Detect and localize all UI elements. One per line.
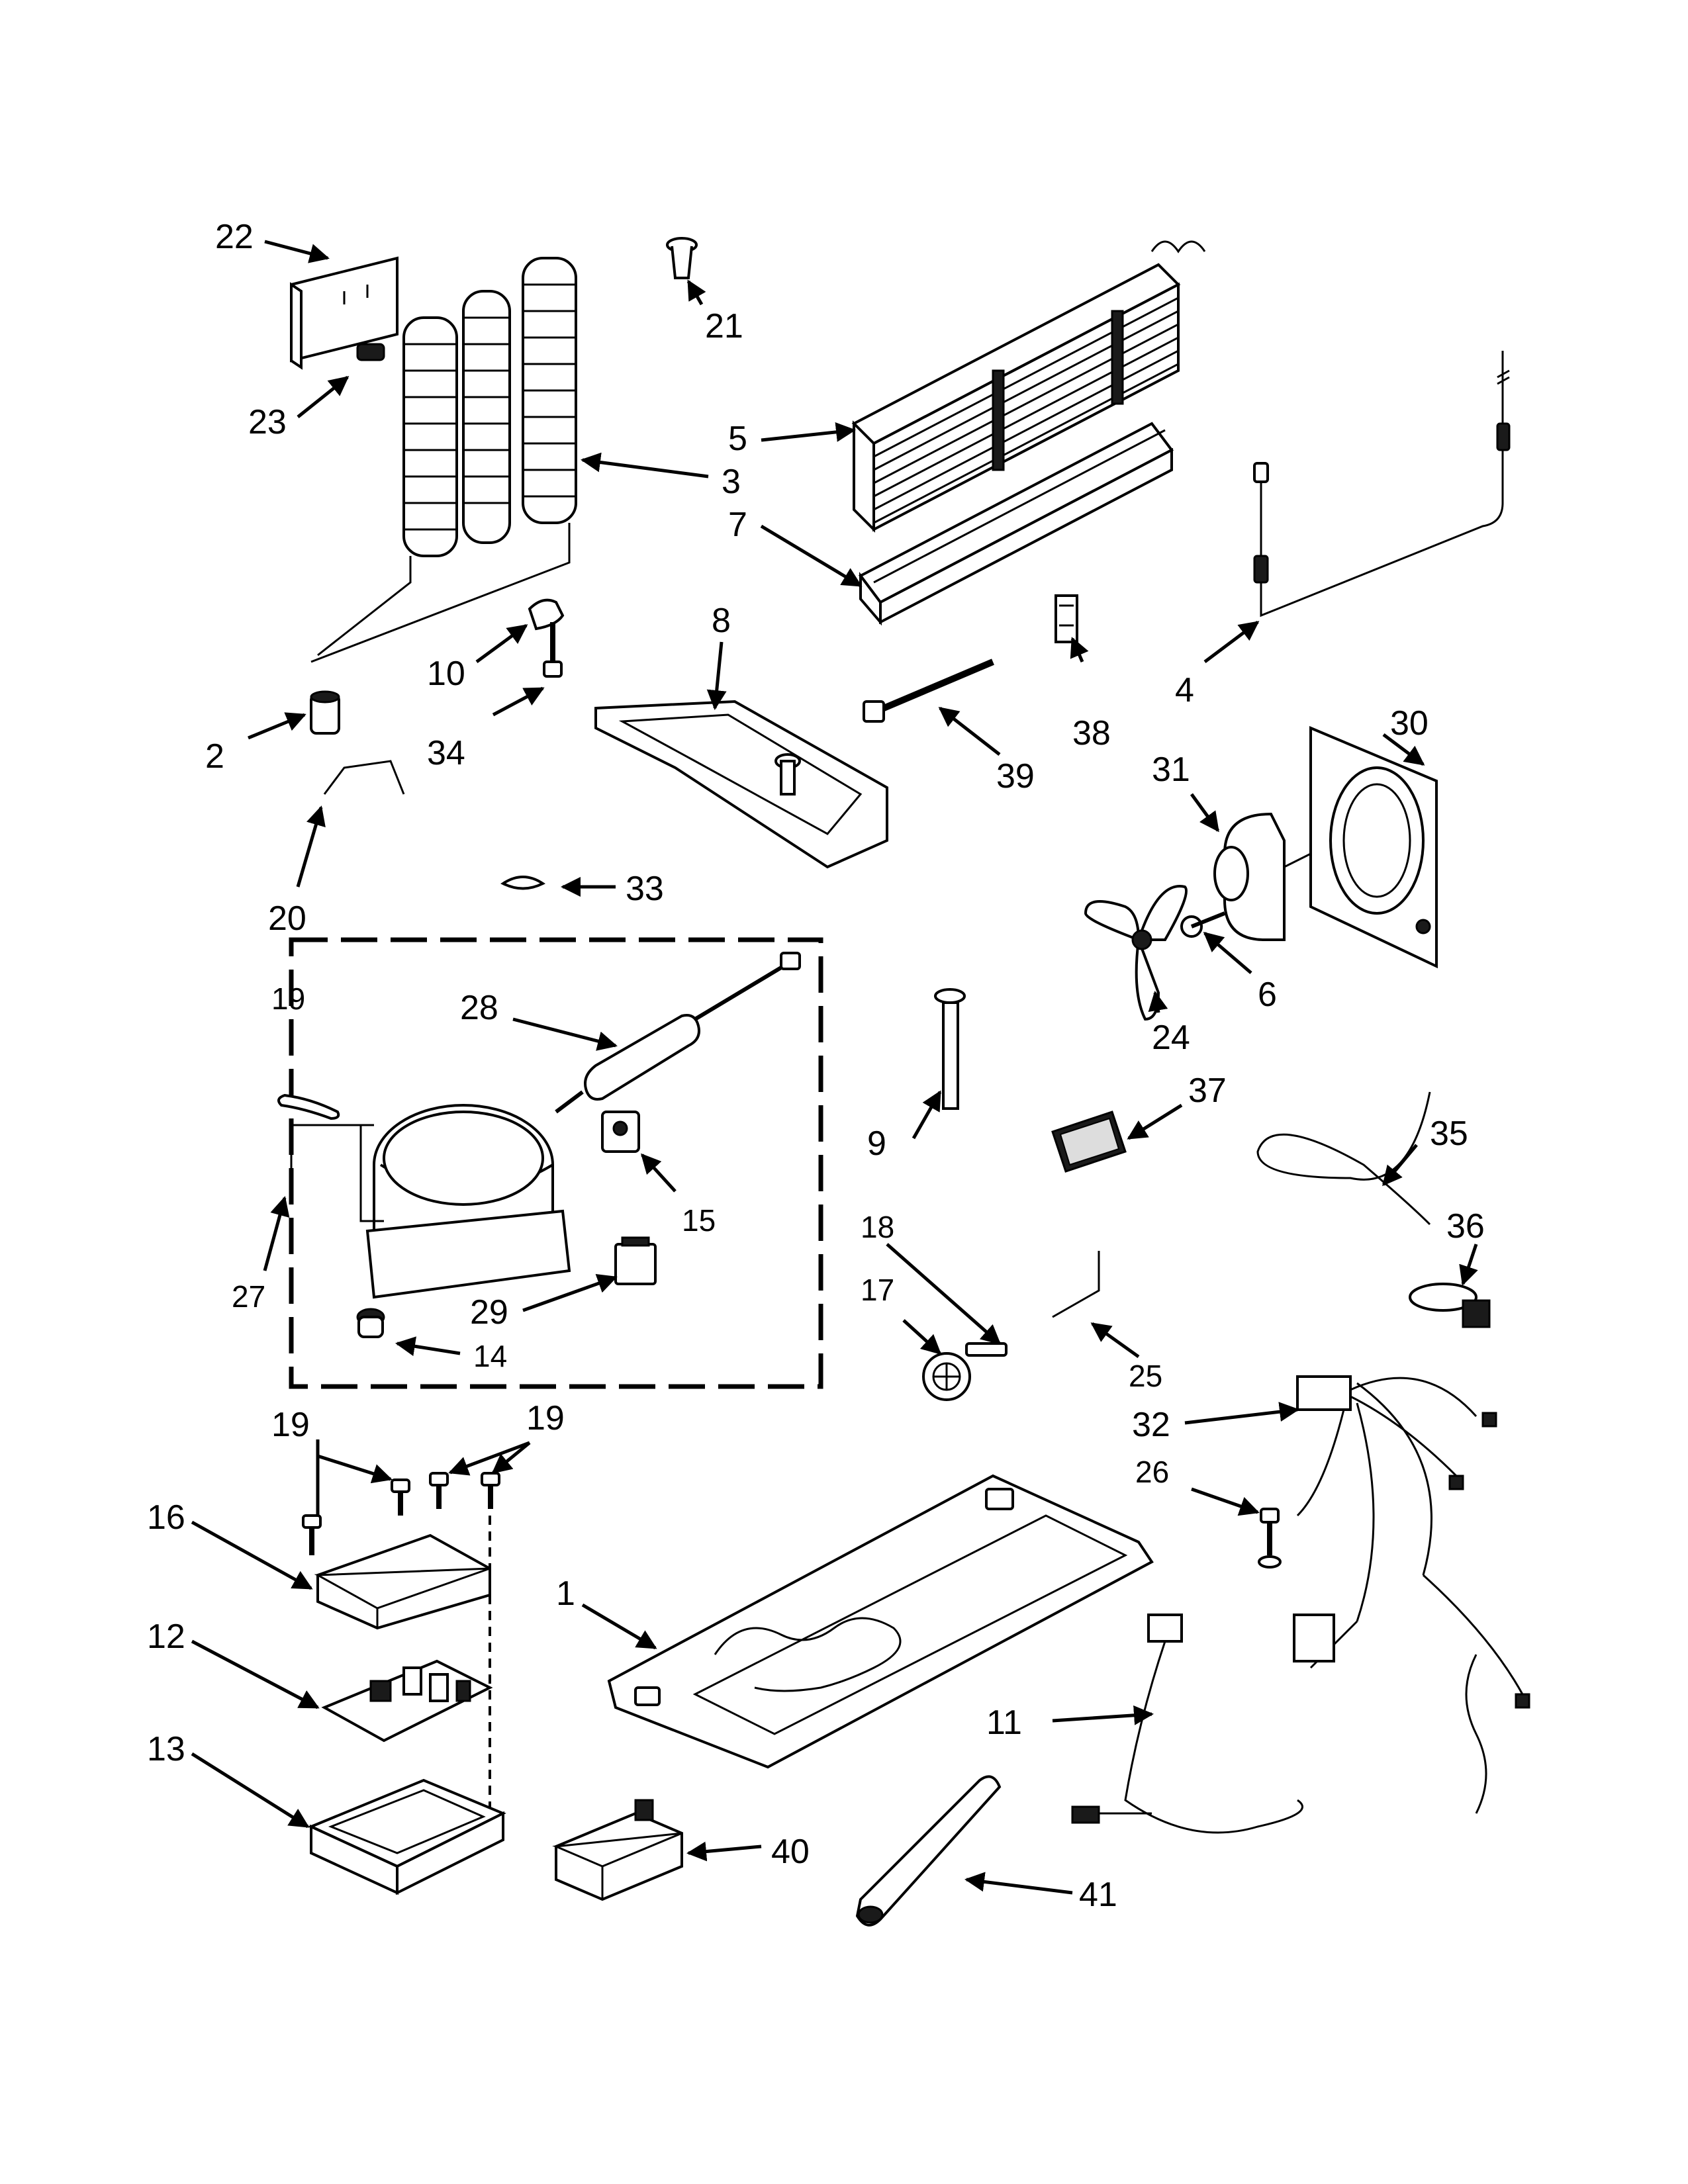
callout-25: 24: [1152, 1019, 1190, 1057]
part-23-bracket: [290, 256, 399, 370]
callout-19-right: 19: [526, 1399, 565, 1437]
callout-1: 1: [556, 1574, 575, 1613]
part-42-foam-tube: [855, 1775, 1002, 1927]
callout-14: 14: [473, 1339, 507, 1373]
part-31-shroud: [1309, 725, 1438, 969]
callout-21: 20: [268, 899, 306, 938]
callout-26: 25: [1129, 1359, 1162, 1393]
callout-4: 4: [1175, 671, 1194, 709]
callout-11: 11: [986, 1704, 1022, 1742]
part-34-clip: [500, 876, 545, 890]
callout-24: 23: [248, 403, 287, 441]
callout-17: 17: [861, 1273, 894, 1307]
callout-leaders: [191, 240, 1478, 1895]
part-33-harness: [1293, 1375, 1530, 1814]
part-22-plug: [666, 237, 698, 279]
callout-34: 33: [626, 870, 664, 908]
part-25-fan-blade: [1084, 885, 1188, 1021]
callout-2: 2: [205, 737, 224, 776]
callout-20: 19: [271, 981, 305, 1016]
part-19-screws: [302, 1472, 500, 1555]
callout-9: 9: [867, 1124, 886, 1163]
part-5-evaporator: [851, 240, 1206, 533]
callout-36: 35: [1430, 1115, 1468, 1153]
callout-29: 28: [460, 989, 498, 1027]
part-30-start-device: [614, 1236, 657, 1285]
callout-30: 29: [470, 1293, 508, 1332]
part-41-module: [552, 1799, 683, 1901]
callout-41: 40: [771, 1833, 810, 1871]
callout-33: 32: [1132, 1406, 1170, 1444]
callout-38: 37: [1188, 1071, 1227, 1110]
callout-5: 5: [728, 420, 747, 458]
part-26-tube: [1052, 1251, 1100, 1318]
part-3-condenser: [310, 257, 577, 663]
part-38-pad: [1051, 1111, 1127, 1173]
part-39-bracket: [1055, 594, 1078, 643]
part-21-wire-clip: [323, 760, 405, 795]
callout-31: 30: [1390, 704, 1429, 743]
part-7-drain-tray: [858, 422, 1174, 626]
part-13-housing: [308, 1778, 506, 1895]
callout-13: 13: [147, 1730, 185, 1768]
callout-40: 39: [996, 757, 1035, 796]
part-18-axle: [965, 1342, 1008, 1357]
part-40-cable-tie: [863, 659, 994, 723]
part-1-base: [607, 1474, 1154, 1769]
callout-19-left: 19: [271, 1406, 310, 1444]
callout-37: 36: [1446, 1207, 1485, 1246]
callout-32: 31: [1152, 751, 1190, 789]
callout-42: 41: [1079, 1876, 1117, 1914]
part-24-clip: [356, 343, 385, 361]
callout-labels: 22 23 21 5 3 7 8 4 10 34 38 39 2 20 30 3…: [147, 218, 1485, 1914]
callout-12: 12: [147, 1617, 185, 1656]
part-35-screw: [543, 622, 563, 678]
part-6-nut: [1180, 911, 1226, 938]
callout-35: 34: [427, 734, 465, 772]
callout-39: 38: [1072, 714, 1111, 752]
part-27-screw: [1258, 1508, 1282, 1569]
part-4-thermistor: [1253, 351, 1511, 617]
callout-18: 18: [861, 1210, 894, 1244]
part-12-board: [321, 1659, 493, 1743]
callout-23: 22: [215, 218, 254, 256]
part-29-drier: [555, 952, 801, 1114]
part-20-strap: [277, 1093, 340, 1120]
part-17-caster: [922, 1352, 971, 1401]
callout-3: 3: [722, 463, 741, 501]
part-32-fan-motor: [1213, 812, 1311, 941]
part-11-harness: [1071, 1614, 1303, 1834]
part-compressor: [365, 1104, 571, 1299]
part-2-capacitor: [310, 690, 340, 735]
part-15-relay: [601, 1111, 640, 1153]
callout-10: 10: [427, 655, 465, 693]
part-14-grommet: [356, 1308, 385, 1338]
callout-8: 8: [712, 602, 731, 640]
part-10-clip: [528, 598, 565, 631]
callout-27: 26: [1135, 1455, 1169, 1489]
callout-6: 6: [1258, 976, 1277, 1014]
callout-22: 21: [705, 307, 743, 345]
part-28-leader: [290, 1124, 384, 1222]
part-8-pan: [594, 700, 888, 869]
compressor-kit-box: [289, 937, 823, 1389]
part-37-clamp: [1409, 1283, 1491, 1328]
callout-28: 27: [232, 1279, 265, 1314]
callout-7: 7: [728, 506, 747, 544]
part-16-cover: [314, 1533, 491, 1630]
callout-15: 15: [682, 1203, 716, 1238]
callout-16: 16: [147, 1498, 185, 1537]
part-9-tube: [934, 988, 966, 1110]
